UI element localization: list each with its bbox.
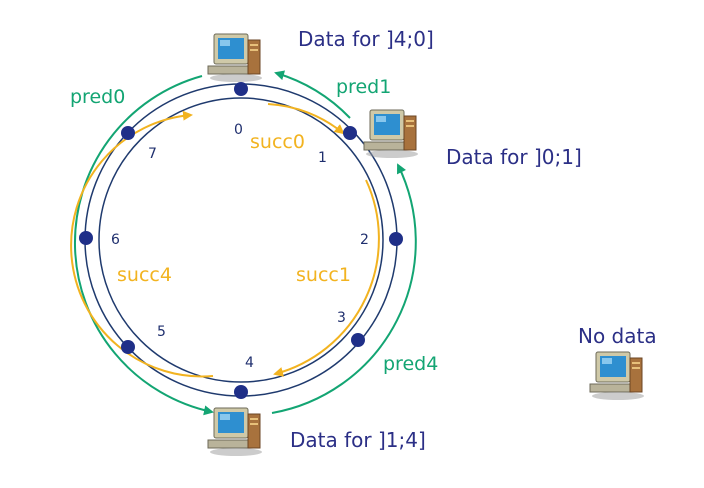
pred1-label: pred1 [336,76,391,98]
succ0-arrow [267,103,345,135]
pred1-arrow [274,70,351,119]
pred0-arrow [73,75,214,416]
computer-icon-idle [589,351,645,401]
succ0-label: succ0 [250,131,305,153]
ring-node-1 [343,126,357,140]
succ4-label: succ4 [117,264,172,286]
node-number-5: 5 [157,324,166,340]
computer-icon-node-0 [207,33,263,83]
inner-ring [98,97,384,383]
server-1-data-label: Data for ]0;1] [446,145,582,169]
succ4-arrow [70,110,214,378]
node-number-0: 0 [234,122,243,138]
ring-node-7 [121,126,135,140]
server-0-data-label: Data for ]4;0] [298,27,434,51]
node-number-3: 3 [337,310,346,326]
node-number-7: 7 [148,146,157,162]
succ1-label: succ1 [296,264,351,286]
pred0-label: pred0 [70,86,125,108]
pred4-arrow [271,163,417,414]
pred4-label: pred4 [383,353,438,375]
node-number-6: 6 [111,232,120,248]
server-4-data-label: Data for ]1;4] [290,428,426,452]
succ1-arrow [273,179,380,377]
ring-node-6 [79,231,93,245]
node-number-2: 2 [360,232,369,248]
node-number-1: 1 [318,150,327,166]
ring-node-5 [121,340,135,354]
ring-node-0 [234,82,248,96]
ring-node-4 [234,385,248,399]
ring-node-3 [351,333,365,347]
node-number-4: 4 [245,355,254,371]
server-idle-data-label: No data [578,324,657,348]
computer-icon-node-1 [363,109,419,159]
ring-node-2 [389,232,403,246]
computer-icon-node-4 [207,407,263,457]
